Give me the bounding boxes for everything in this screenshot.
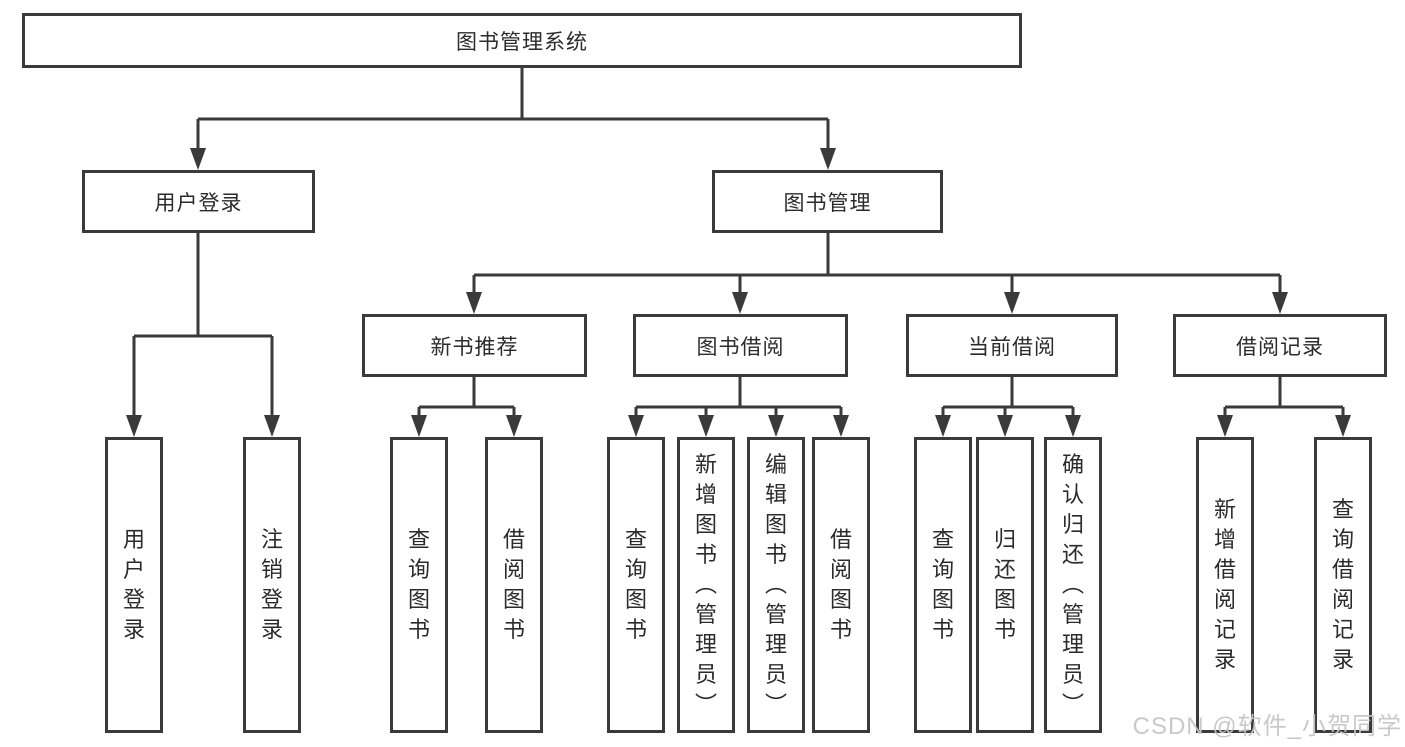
node-borrow-records-label: 借阅记录 bbox=[1236, 335, 1324, 359]
leaf-edit-books-admin: 编 辑 图 书 ︵ 管 理 员 ︶ bbox=[747, 437, 805, 733]
leaf-query-books-3-label: 查 询 图 书 bbox=[931, 527, 954, 642]
leaf-logout-label: 注 销 登 录 bbox=[260, 527, 283, 642]
leaf-add-borrow-record-label: 新 增 借 阅 记 录 bbox=[1213, 497, 1236, 672]
node-root: 图书管理系统 bbox=[22, 13, 1022, 68]
leaf-add-books-admin-label: 新 增 图 书 ︵ 管 理 员 ︶ bbox=[694, 452, 717, 717]
leaf-return-books: 归 还 图 书 bbox=[976, 437, 1034, 733]
node-book-management: 图书管理 bbox=[712, 170, 943, 233]
leaf-edit-books-admin-label: 编 辑 图 书 ︵ 管 理 员 ︶ bbox=[764, 452, 787, 717]
leaf-query-books-1: 查 询 图 书 bbox=[390, 437, 448, 733]
leaf-add-borrow-record: 新 增 借 阅 记 录 bbox=[1196, 437, 1254, 733]
connector-user-login-to-leaves bbox=[126, 233, 280, 437]
leaf-user-login: 用 户 登 录 bbox=[105, 437, 163, 733]
leaf-add-books-admin: 新 增 图 书 ︵ 管 理 员 ︶ bbox=[677, 437, 735, 733]
leaf-query-borrow-record-label: 查 询 借 阅 记 录 bbox=[1331, 497, 1354, 672]
connector-new-book-to-leaves bbox=[411, 377, 522, 437]
leaf-confirm-return-admin-label: 确 认 归 还 ︵ 管 理 员 ︶ bbox=[1061, 452, 1084, 717]
leaf-query-books-1-label: 查 询 图 书 bbox=[407, 527, 430, 642]
connector-current-borrow-to-leaves bbox=[935, 377, 1081, 437]
node-current-borrow: 当前借阅 bbox=[906, 314, 1118, 377]
connector-root-to-level2 bbox=[190, 68, 836, 170]
node-new-book-recommend: 新书推荐 bbox=[362, 314, 587, 377]
node-book-borrow: 图书借阅 bbox=[633, 314, 848, 377]
node-book-borrow-label: 图书借阅 bbox=[696, 335, 785, 359]
leaf-borrow-books-1-label: 借 阅 图 书 bbox=[502, 527, 525, 642]
node-new-book-recommend-label: 新书推荐 bbox=[430, 335, 519, 359]
leaf-return-books-label: 归 还 图 书 bbox=[993, 527, 1016, 642]
node-borrow-records: 借阅记录 bbox=[1173, 314, 1387, 377]
node-root-label: 图书管理系统 bbox=[456, 30, 588, 54]
leaf-query-books-2: 查 询 图 书 bbox=[607, 437, 665, 733]
leaf-borrow-books-1: 借 阅 图 书 bbox=[485, 437, 543, 733]
leaf-borrow-books-2-label: 借 阅 图 书 bbox=[829, 527, 852, 642]
node-user-login: 用户登录 bbox=[82, 170, 315, 233]
node-book-management-label: 图书管理 bbox=[783, 191, 872, 215]
leaf-query-books-2-label: 查 询 图 书 bbox=[624, 527, 647, 642]
connector-book-management-to-level3 bbox=[466, 233, 1288, 314]
node-current-borrow-label: 当前借阅 bbox=[968, 335, 1056, 359]
leaf-query-books-3: 查 询 图 书 bbox=[914, 437, 972, 733]
leaf-borrow-books-2: 借 阅 图 书 bbox=[812, 437, 870, 733]
node-user-login-label: 用户登录 bbox=[154, 191, 243, 215]
connector-borrow-records-to-leaves bbox=[1217, 377, 1351, 437]
leaf-confirm-return-admin: 确 认 归 还 ︵ 管 理 员 ︶ bbox=[1044, 437, 1102, 733]
leaf-query-borrow-record: 查 询 借 阅 记 录 bbox=[1314, 437, 1372, 733]
connector-book-borrow-to-leaves bbox=[628, 377, 849, 437]
leaf-user-login-label: 用 户 登 录 bbox=[122, 527, 145, 642]
leaf-logout: 注 销 登 录 bbox=[243, 437, 301, 733]
